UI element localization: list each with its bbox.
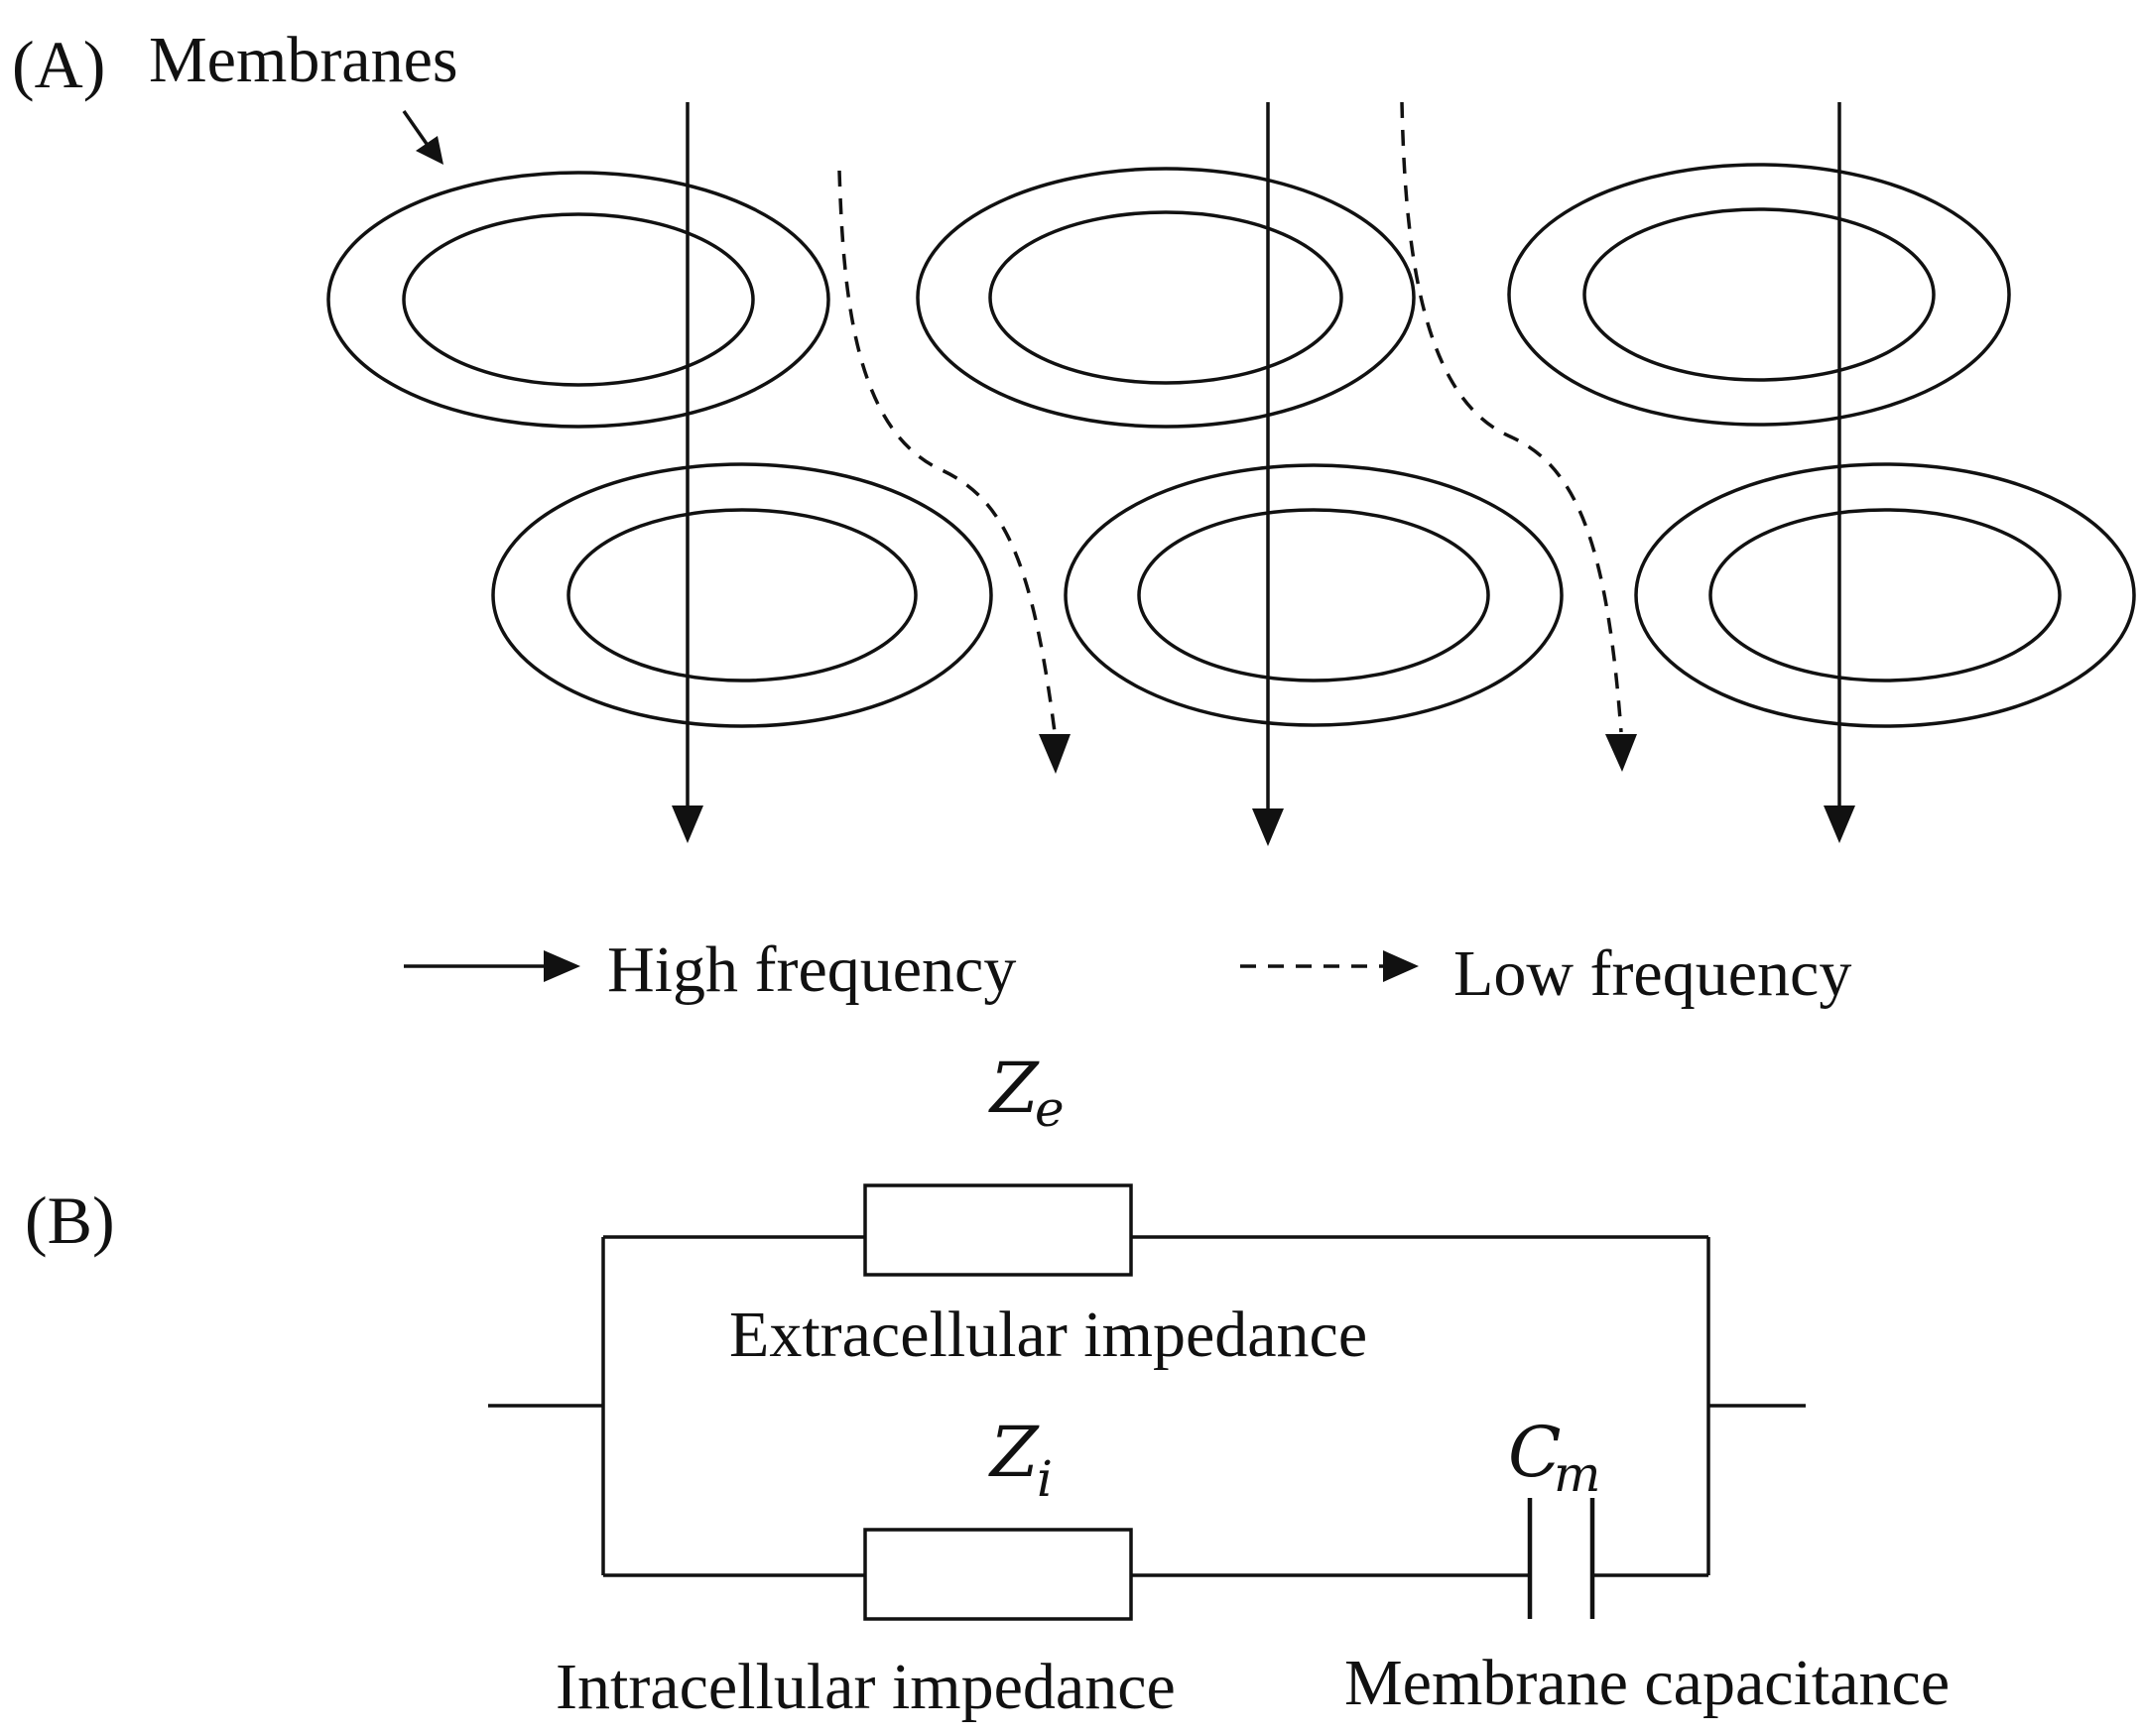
low-frequency-path-1: [837, 170, 1071, 774]
cell-inner-membrane: [988, 210, 1343, 385]
cell-inner-membrane: [1137, 508, 1490, 682]
low-frequency-path-2: [1400, 101, 1637, 772]
legend-high-frequency-label: High frequency: [607, 933, 1016, 1006]
ze-symbol-subscript: e: [1035, 1080, 1065, 1138]
cell-inner-membrane: [402, 212, 755, 387]
high-frequency-path-3: [1824, 102, 1855, 843]
legend-high-frequency-arrow: [404, 950, 580, 982]
cell-outer-membrane: [916, 167, 1416, 429]
circuit: [488, 1183, 1806, 1621]
panel-a-label: (A): [12, 27, 105, 102]
cell-top-2: [916, 167, 1416, 429]
membranes-pointer-arrow: [402, 109, 443, 165]
panel-b: (B) Z e Extra: [25, 1048, 1950, 1723]
extracellular-impedance-label: Extracellular impedance: [729, 1299, 1367, 1371]
cm-symbol-letter: C: [1508, 1412, 1562, 1493]
panel-b-label: (B): [25, 1182, 115, 1258]
cell-outer-membrane: [1634, 462, 2136, 728]
zi-symbol-subscript: i: [1037, 1450, 1053, 1508]
cm-symbol: C m: [1508, 1412, 1600, 1503]
cell-top-3: [1507, 163, 2011, 427]
cell-outer-membrane: [491, 462, 993, 728]
membrane-capacitance-label: Membrane capacitance: [1344, 1647, 1950, 1719]
cell-bottom-3: [1634, 462, 2136, 728]
cell-inner-membrane: [1708, 508, 2062, 682]
panel-a: (A) Membranes: [12, 24, 2136, 1010]
membrane-capacitor: [1527, 1498, 1595, 1619]
cell-bottom-1: [491, 462, 993, 728]
extracellular-impedance-resistor: [863, 1183, 1133, 1277]
cm-symbol-subscript: m: [1554, 1445, 1600, 1503]
high-frequency-path-2: [1252, 102, 1284, 846]
legend-low-frequency-label: Low frequency: [1453, 937, 1851, 1010]
zi-symbol: Z i: [988, 1412, 1053, 1508]
cell-bottom-2: [1064, 463, 1564, 727]
membranes-label: Membranes: [149, 24, 458, 96]
legend: High frequency Low frequency: [404, 933, 1851, 1010]
intracellular-impedance-label: Intracellular impedance: [556, 1651, 1176, 1723]
cell-outer-membrane: [1507, 163, 2011, 427]
cell-inner-membrane: [1582, 207, 1936, 382]
ze-symbol: Z e: [988, 1048, 1065, 1138]
zi-symbol-letter: Z: [988, 1412, 1040, 1493]
cell-inner-membrane: [567, 508, 918, 682]
ze-symbol-letter: Z: [988, 1048, 1040, 1129]
intracellular-impedance-resistor: [863, 1528, 1133, 1621]
cell-outer-membrane: [1064, 463, 1564, 727]
cell-top-1: [326, 171, 830, 429]
legend-low-frequency-arrow: [1240, 950, 1419, 982]
cell-outer-membrane: [326, 171, 830, 429]
high-frequency-path-1: [672, 102, 703, 843]
